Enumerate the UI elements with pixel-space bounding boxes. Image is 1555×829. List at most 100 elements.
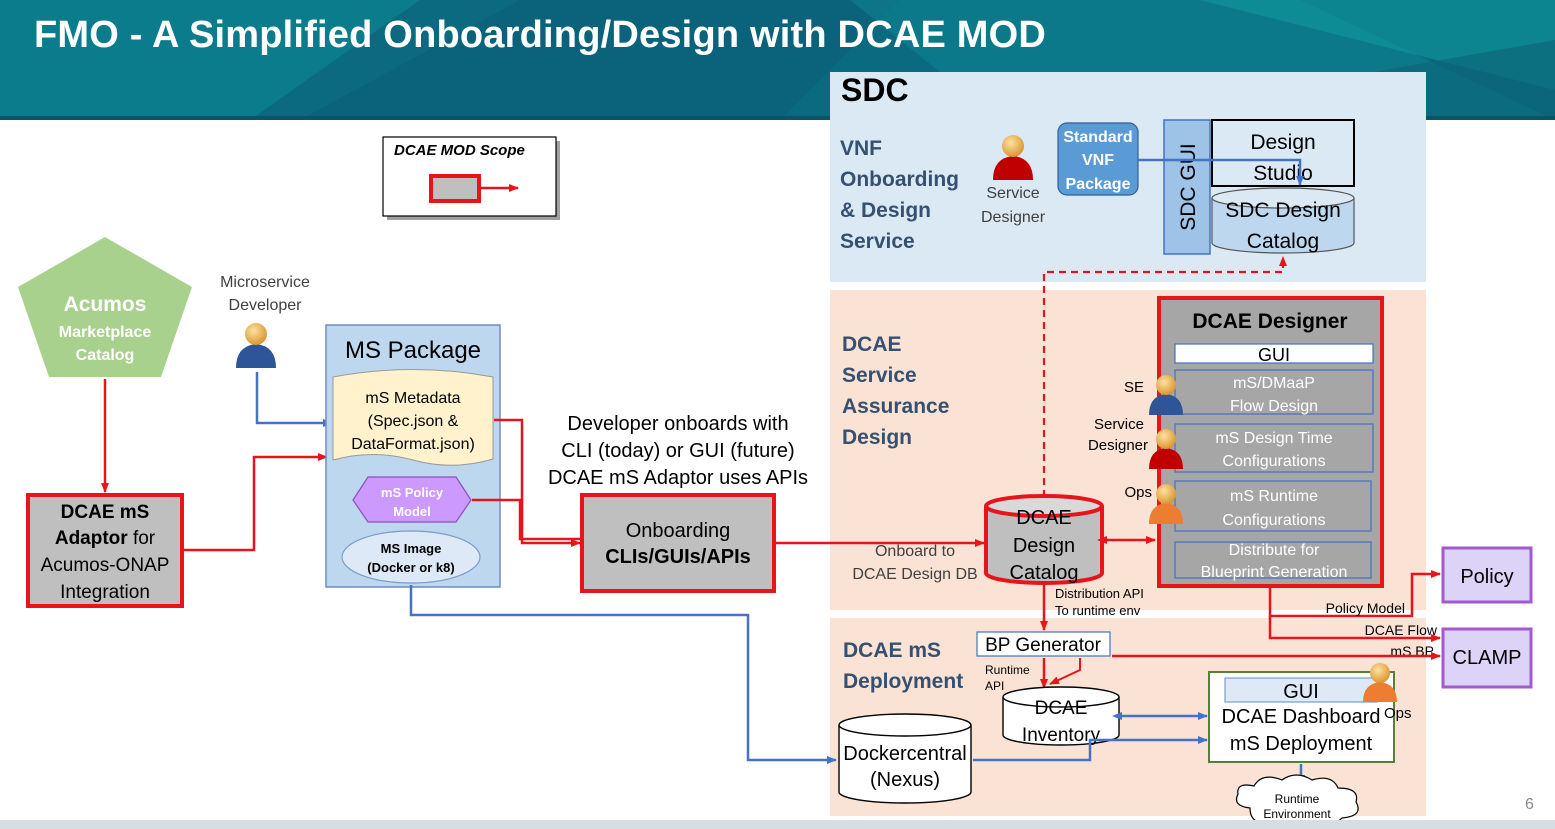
ms-image-label: (Docker or k8) (367, 560, 454, 575)
dashboard-gui-label: GUI (1283, 681, 1319, 703)
page-title: FMO - A Simplified Onboarding/Design wit… (34, 14, 1047, 56)
runtime-env-label: Runtime (1275, 792, 1320, 806)
clamp-box: CLAMP (1441, 627, 1533, 689)
runtime-config-label: Configurations (1222, 512, 1325, 529)
runtime-config-label: mS Runtime (1230, 488, 1318, 505)
service-designer-person-icon (993, 135, 1033, 180)
sdc-heading: Service (840, 230, 915, 253)
distribute-label: Distribute for (1229, 542, 1320, 559)
service-designer-2-person-icon (1149, 429, 1183, 469)
dcae-dashboard: GUI DCAE Dashboard mS Deployment (1208, 671, 1395, 763)
runtime-environment-cloud: Runtime Environment (1235, 774, 1359, 827)
adaptor-label: Adaptor for (55, 528, 156, 549)
onboard-note: Developer onboards with (567, 413, 788, 435)
distribution-api-label: To runtime env (1055, 603, 1141, 618)
sdc-design-catalog: SDC Design Catalog (1211, 187, 1355, 254)
dcae-catalog-label: Catalog (1010, 562, 1079, 584)
dashboard-label: mS Deployment (1230, 733, 1373, 755)
clamp-label: CLAMP (1453, 647, 1522, 669)
acumos-label: Marketplace (59, 324, 152, 341)
design-time-label: Configurations (1222, 453, 1325, 470)
vnf-package-label: Standard (1063, 129, 1132, 146)
metadata-label: DataFormat.json) (351, 436, 475, 453)
onboard-db-label: Onboard to (875, 543, 955, 560)
dcae-designer-title: DCAE Designer (1192, 310, 1347, 333)
service-designer-label: Designer (981, 209, 1046, 226)
sdc-catalog-label: Catalog (1247, 230, 1319, 253)
sdc-title: SDC (841, 72, 909, 108)
se-person-icon (1149, 375, 1183, 415)
vnf-package-label: VNF (1082, 152, 1114, 169)
developer-person-icon (236, 323, 276, 368)
inventory-label: DCAE (1035, 698, 1088, 719)
onboard-db-label: DCAE Design DB (852, 566, 977, 583)
vnf-package-label: Package (1066, 176, 1131, 193)
sdc-catalog-label: SDC Design (1225, 199, 1341, 222)
runtime-api-label: API (985, 679, 1004, 693)
header-banner (0, 0, 1555, 120)
adaptor-label: Acumos-ONAP (41, 555, 170, 576)
assurance-heading: Design (842, 426, 912, 449)
policy-box: Policy (1441, 546, 1533, 604)
distribution-api-label: Distribution API (1055, 586, 1144, 601)
dcae-catalog-label: Design (1013, 535, 1075, 557)
standard-vnf-package: Standard VNF Package (1057, 122, 1139, 196)
onboarding-label: Onboarding (626, 520, 731, 542)
metadata-label: (Spec.json & (368, 413, 459, 430)
ms-package: MS Package mS Metadata (Spec.json & Data… (325, 324, 501, 588)
design-studio-label: Design (1250, 131, 1315, 154)
flow-design-label: mS/DMaaP (1233, 375, 1315, 392)
sdc-heading: & Design (840, 199, 931, 222)
developer-label: Microservice (220, 274, 310, 291)
acumos-label: Catalog (76, 347, 135, 364)
dcae-flow-edge-label: DCAE Flow (1365, 622, 1438, 638)
onboarding-label: CLIs/GUIs/APIs (605, 546, 751, 568)
distribute-label: Blueprint Generation (1201, 564, 1348, 581)
deployment-heading: DCAE mS (843, 639, 941, 662)
runtime-env-label: Environment (1263, 807, 1331, 821)
policy-model-label: Model (393, 504, 431, 519)
design-time-label: mS Design Time (1215, 430, 1332, 447)
developer-label: Developer (229, 297, 303, 314)
policy-model-edge-label: Policy Model (1326, 600, 1405, 616)
assurance-heading: Service (842, 364, 917, 387)
service-designer-2-label: Designer (1088, 437, 1148, 454)
acumos-label: Acumos (64, 293, 147, 316)
dashboard-label: DCAE Dashboard (1222, 706, 1381, 728)
ops-2-person-icon (1363, 663, 1397, 702)
dockercentral: Dockercentral (Nexus) (838, 713, 972, 804)
dcae-designer: DCAE Designer GUI mS/DMaaP Flow Design m… (1157, 296, 1384, 588)
bp-generator-label: BP Generator (985, 635, 1102, 656)
flow-design-label: Flow Design (1230, 398, 1318, 415)
sdc-gui-label: SDC GUI (1177, 143, 1200, 231)
design-studio (1211, 119, 1355, 187)
adaptor-box: DCAE mS Adaptor for Acumos-ONAP Integrat… (26, 493, 184, 608)
dcae-inventory: DCAE Inventory (1002, 686, 1120, 746)
onboard-note: CLI (today) or GUI (future) (561, 440, 794, 462)
design-studio-label: Studio (1253, 162, 1313, 185)
acumos-catalog: Acumos Marketplace Catalog (18, 237, 192, 377)
metadata-label: mS Metadata (365, 390, 460, 407)
ops-label: Ops (1124, 484, 1152, 501)
sdc-gui-bar (1163, 119, 1211, 255)
inventory-label: Inventory (1022, 725, 1101, 746)
service-designer-2-label: Service (1094, 416, 1144, 433)
assurance-heading: DCAE (842, 333, 902, 356)
dcae-catalog-label: DCAE (1016, 507, 1072, 529)
policy-label: Policy (1460, 566, 1513, 588)
ms-package-title: MS Package (345, 337, 481, 364)
ops-person-icon (1149, 484, 1183, 524)
deployment-heading: Deployment (843, 670, 963, 693)
sdc-heading: VNF (840, 137, 882, 160)
adaptor-label: DCAE mS (61, 502, 150, 523)
page-number: 6 (1525, 796, 1534, 813)
footer-bar (0, 820, 1555, 829)
legend: DCAE MOD Scope (382, 136, 560, 220)
service-designer-label: Service (986, 185, 1039, 202)
runtime-api-label: Runtime (985, 663, 1030, 677)
designer-gui-label: GUI (1258, 345, 1290, 365)
ms-image-label: MS Image (381, 541, 442, 556)
se-label: SE (1124, 379, 1144, 396)
